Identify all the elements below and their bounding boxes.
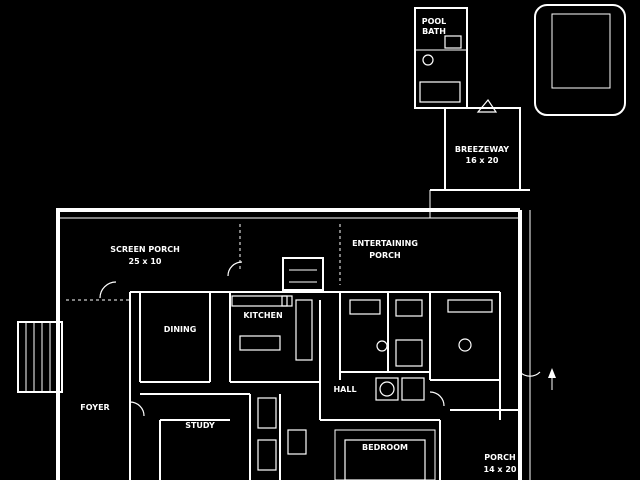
label-kitchen: KITCHEN — [243, 311, 282, 320]
pool-house — [414, 7, 468, 109]
svg-text:KITCHEN: KITCHEN — [243, 311, 282, 320]
svg-text:DINING: DINING — [164, 325, 197, 334]
svg-text:16 x 20: 16 x 20 — [466, 156, 499, 165]
label-pool-bath: POOL BATH — [422, 17, 447, 36]
svg-text:BREEZEWAY: BREEZEWAY — [455, 145, 509, 154]
svg-text:PORCH: PORCH — [484, 453, 515, 462]
study-fixtures — [257, 397, 307, 471]
exterior-walls — [56, 189, 531, 480]
svg-text:FOYER: FOYER — [80, 403, 109, 412]
label-breezeway: BREEZEWAY 16 x 20 — [455, 145, 509, 165]
svg-text:ENTERTAINING: ENTERTAINING — [352, 239, 418, 248]
porch-outlines — [66, 224, 341, 301]
label-master-bedroom: BEDROOM — [362, 443, 408, 452]
label-foyer: FOYER — [80, 403, 109, 412]
laundry-fixtures — [375, 377, 425, 401]
svg-text:BATH: BATH — [422, 27, 446, 36]
bath-fixtures — [349, 299, 493, 367]
label-porch: PORCH 14 x 20 — [484, 453, 517, 474]
svg-text:STUDY: STUDY — [185, 421, 215, 430]
door-swings — [99, 261, 541, 417]
label-entertaining-porch: ENTERTAINING PORCH — [352, 239, 418, 260]
svg-text:25 x 10: 25 x 10 — [129, 257, 162, 266]
kitchen-counters — [231, 295, 313, 361]
svg-text:BEDROOM: BEDROOM — [362, 443, 408, 452]
swimming-pool — [534, 4, 626, 116]
pool-deck-edge — [444, 98, 521, 190]
label-study: STUDY — [185, 421, 215, 430]
svg-text:14 x 20: 14 x 20 — [484, 465, 517, 474]
label-hall: HALL — [333, 385, 356, 394]
interior-walls — [129, 291, 520, 480]
label-screen-porch: SCREEN PORCH 25 x 10 — [110, 245, 180, 266]
north-arrow-icon — [548, 368, 556, 390]
svg-text:HALL: HALL — [333, 385, 356, 394]
master-bed — [334, 429, 436, 480]
svg-text:POOL: POOL — [422, 17, 447, 26]
svg-text:PORCH: PORCH — [369, 251, 400, 260]
svg-text:SCREEN PORCH: SCREEN PORCH — [110, 245, 180, 254]
label-dining: DINING — [164, 325, 197, 334]
fireplace — [282, 257, 324, 291]
side-stair — [17, 321, 63, 393]
